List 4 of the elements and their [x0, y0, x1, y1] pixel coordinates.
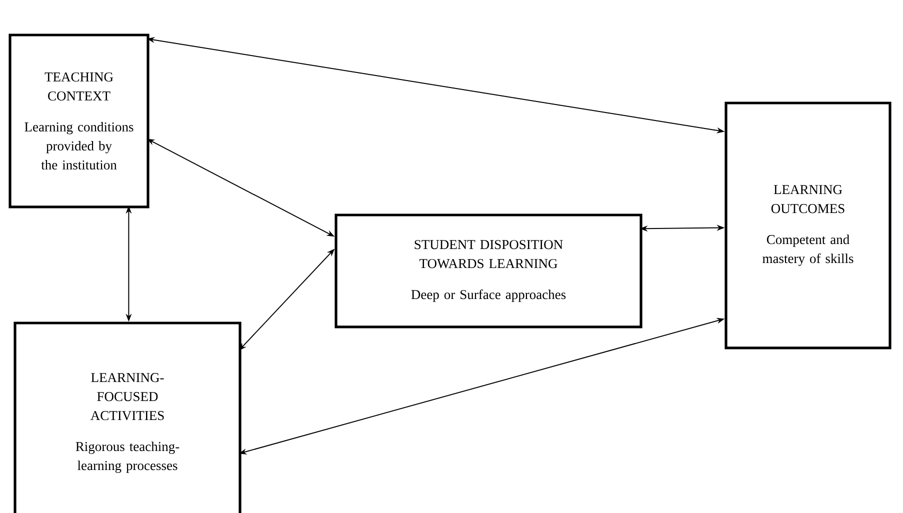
text-box: STUDENT DISPOSITION TOWARDS LEARNING Deep or Surface approaches: [334, 214, 642, 328]
text-box: TEACHING CONTEXT Learning conditions provided by the institution: [8, 34, 150, 208]
text-box: LEARNING- FOCUSED ACTIVITIES Rigorous teaching- learning processes: [14, 322, 242, 513]
text-box: LEARNING OUTCOMES Competent and mastery of skills: [724, 102, 892, 350]
